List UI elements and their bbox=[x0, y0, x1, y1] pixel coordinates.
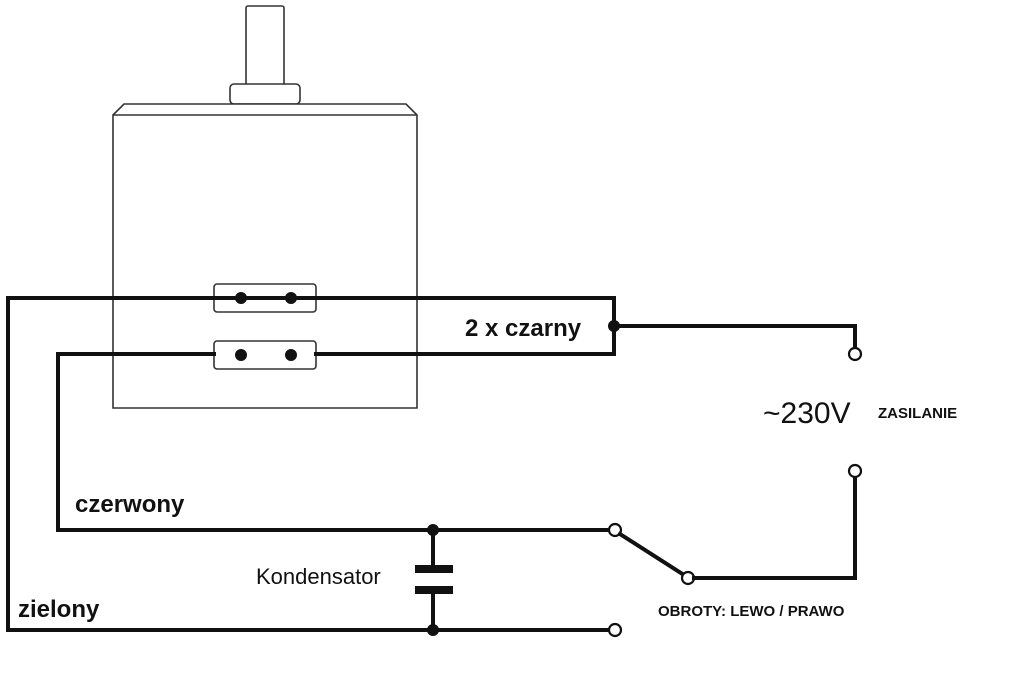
green-wire-path bbox=[6, 296, 610, 632]
switch-lever bbox=[617, 531, 687, 578]
terminal-screw bbox=[285, 349, 297, 361]
terminal-block-lower-frame bbox=[213, 340, 317, 370]
green-wire bbox=[6, 296, 623, 638]
supply-terminal-bottom bbox=[847, 463, 863, 479]
black-wires bbox=[54, 296, 863, 362]
label-supply: ZASILANIE bbox=[878, 405, 957, 422]
label-voltage: ~230V bbox=[763, 397, 851, 430]
switch-contact-lower bbox=[607, 622, 623, 638]
capacitor-plate-top bbox=[415, 565, 453, 573]
switch-contact-upper bbox=[607, 522, 623, 538]
capacitor bbox=[415, 524, 453, 636]
black-wire-to-supply bbox=[612, 324, 857, 348]
red-wire bbox=[56, 352, 623, 538]
terminal-screw bbox=[235, 349, 247, 361]
junction-dot bbox=[427, 524, 439, 536]
switch-to-supply-wire bbox=[692, 475, 857, 580]
red-wire-path bbox=[56, 352, 610, 532]
junction-dot bbox=[427, 624, 439, 636]
terminal-block-lower bbox=[213, 340, 317, 370]
direction-switch bbox=[617, 463, 863, 586]
label-black-wires: 2 x czarny bbox=[465, 315, 582, 342]
label-green-wire: zielony bbox=[18, 596, 100, 623]
label-red-wire: czerwony bbox=[75, 491, 185, 518]
motor-shaft-collar bbox=[229, 83, 301, 105]
motor bbox=[112, 5, 418, 409]
motor-shaft bbox=[245, 5, 285, 87]
supply-terminal-top bbox=[847, 346, 863, 362]
label-capacitor: Kondensator bbox=[256, 564, 381, 589]
label-rotation: OBROTY: LEWO / PRAWO bbox=[658, 603, 845, 620]
